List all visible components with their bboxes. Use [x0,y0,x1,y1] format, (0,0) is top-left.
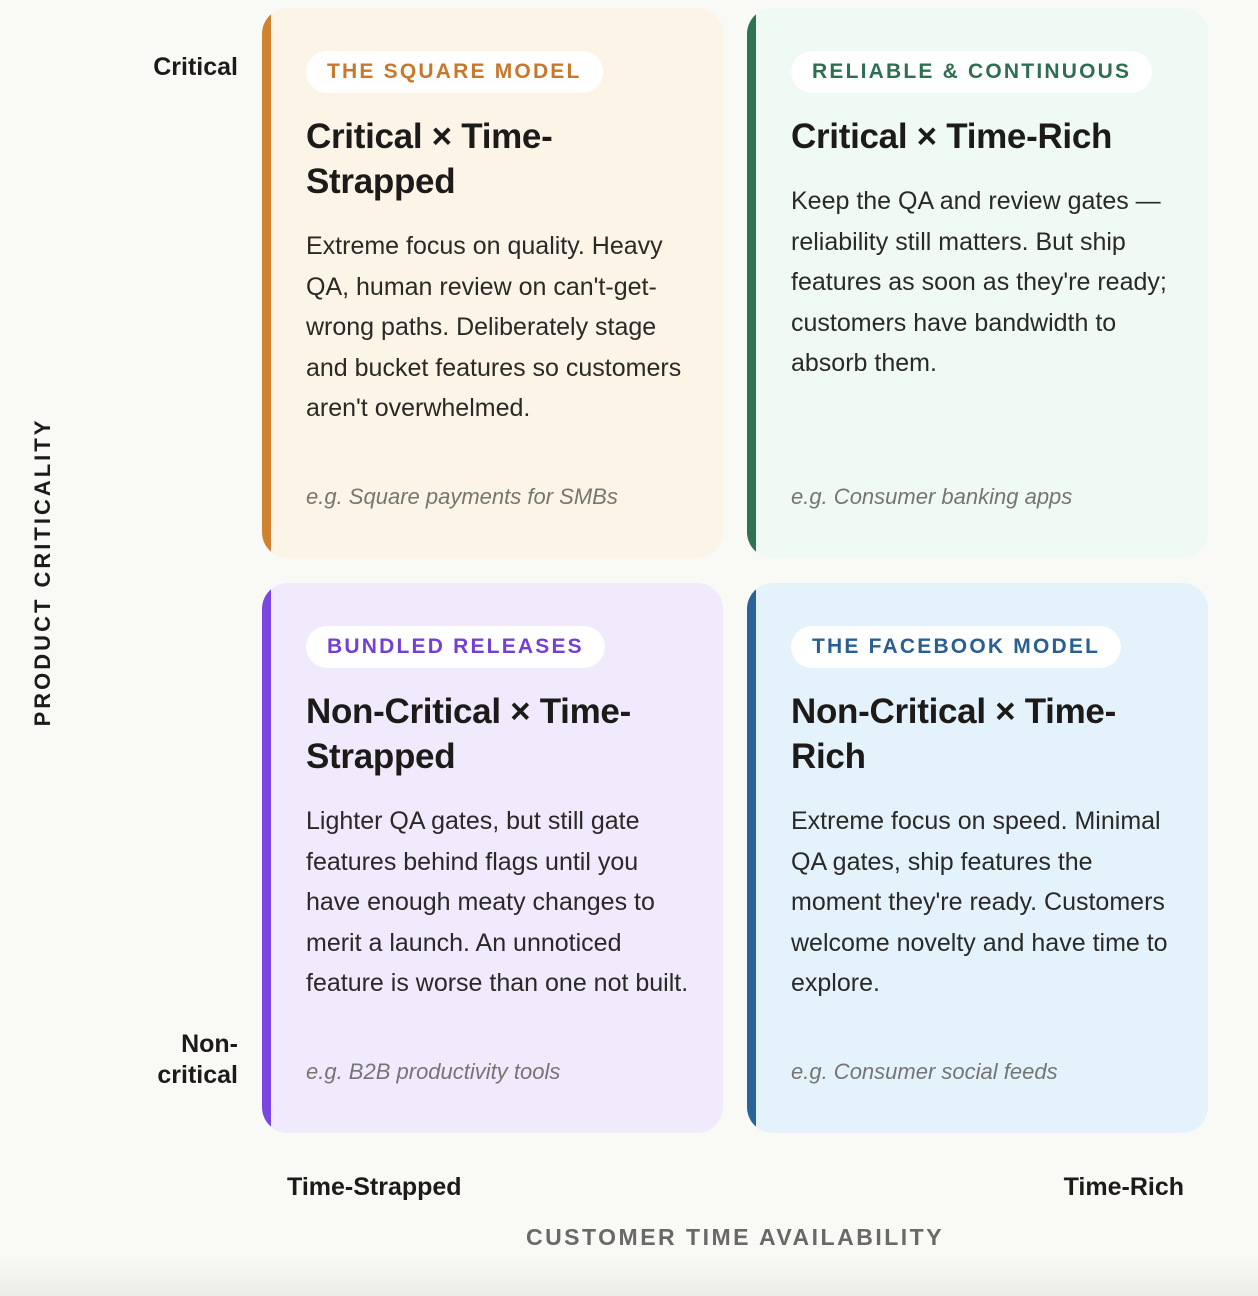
quadrant-critical-time-strapped: THE SQUARE MODEL Critical × Time-Strappe… [262,8,723,558]
quadrant-title: Non-Critical × Time-Strapped [306,692,631,776]
quadrant-tag: RELIABLE & CONTINUOUS [791,51,1153,93]
y-axis-title: PRODUCT CRITICALITY [30,417,55,727]
quadrant-example: e.g. Consumer social feeds [791,1059,1058,1084]
quadrant-accent-bar [262,583,271,1133]
quadrant-tag: THE SQUARE MODEL [306,51,603,93]
quadrant-description: Keep the QA and review gates — reliabili… [791,187,1167,378]
quadrant-title: Critical × Time-Rich [791,117,1113,156]
quadrant-example: e.g. Consumer banking apps [791,484,1073,509]
x-axis-title: CUSTOMER TIME AVAILABILITY [525,1224,945,1250]
quadrant-title: Non-Critical × Time-Rich [791,692,1116,776]
quadrant-description: Extreme focus on speed. Minimal QA gates… [791,807,1168,998]
quadrant-tag: BUNDLED RELEASES [306,626,605,668]
quadrant-tag: THE FACEBOOK MODEL [791,626,1122,668]
quadrant-non-critical-time-rich: THE FACEBOOK MODEL Non-Critical × Time-R… [747,583,1208,1133]
quadrant-accent-bar [262,8,271,558]
quadrant-description: Lighter QA gates, but still gate feature… [306,807,689,998]
x-axis-label-time-rich: Time-Rich [1063,1173,1184,1201]
x-axis-label-time-strapped: Time-Strapped [287,1173,462,1201]
quadrant-accent-bar [747,583,756,1133]
quadrant-example: e.g. B2B productivity tools [306,1059,561,1084]
quadrant-accent-bar [747,8,756,558]
quadrant-non-critical-time-strapped: BUNDLED RELEASES Non-Critical × Time-Str… [262,583,723,1133]
quadrant-title: Critical × Time-Strapped [306,117,553,201]
bottom-fade [0,1256,1258,1296]
quadrant-description: Extreme focus on quality. Heavy QA, huma… [306,232,682,423]
y-axis-label-critical: Critical [153,53,238,81]
y-axis-label-non-critical: Non-critical [157,1030,238,1089]
quadrant-example: e.g. Square payments for SMBs [306,484,618,509]
quadrant-critical-time-rich: RELIABLE & CONTINUOUS Critical × Time-Ri… [747,8,1208,558]
